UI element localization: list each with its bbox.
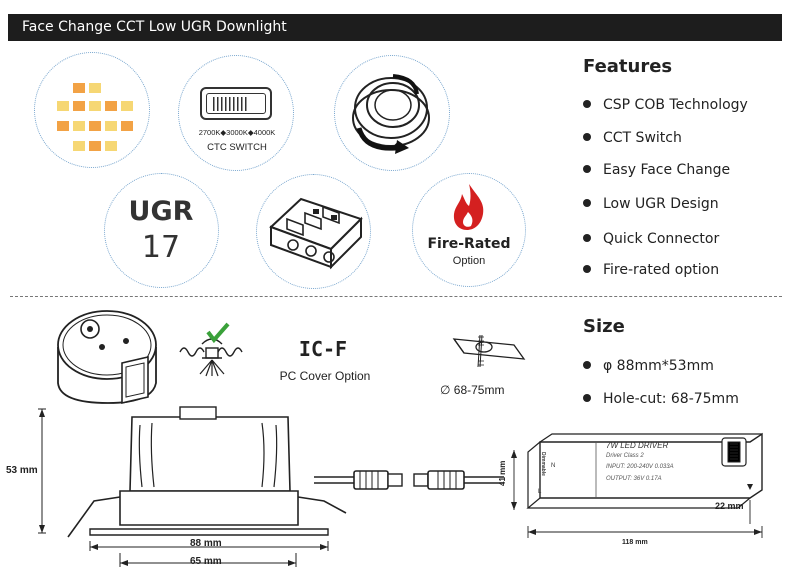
bullet-icon <box>583 394 591 402</box>
feature-item: Quick Connector <box>583 231 719 247</box>
led-chip <box>73 101 85 111</box>
ugr-circle: UGR 17 <box>104 173 219 288</box>
cct-temps-text: 2700K◆3000K◆4000K <box>198 128 276 137</box>
led-chip <box>89 83 101 93</box>
fire-rated-circle: Fire-Rated Option <box>412 173 526 287</box>
face-change-circle <box>334 55 450 171</box>
driver-side-label: Dimmable <box>540 452 546 476</box>
bullet-icon <box>583 165 591 173</box>
led-chip <box>73 83 85 93</box>
rotate-face-icon <box>352 74 430 154</box>
height-dimension-label: 53 mm <box>6 465 38 476</box>
fire-rated-title: Fire-Rated <box>427 236 511 252</box>
bullet-icon <box>583 133 591 141</box>
led-chip <box>89 121 101 131</box>
bullet-icon <box>583 265 591 273</box>
feature-item: Easy Face Change <box>583 162 730 178</box>
icf-subtitle: PC Cover Option <box>279 369 371 383</box>
driver-output: OUTPUT: 36V 0.17A <box>606 476 662 482</box>
width-dimension-label: 88 mm <box>190 538 222 549</box>
driver-height-label: 22 mm <box>715 501 744 511</box>
cob-led-chips-icon <box>57 83 133 151</box>
led-chip <box>105 121 117 131</box>
size-title: Size <box>583 316 625 337</box>
feature-label: CCT Switch <box>603 130 682 146</box>
ugr-value: 17 <box>141 230 181 265</box>
feature-label: Easy Face Change <box>603 162 731 178</box>
bullet-icon <box>583 234 591 242</box>
driver-width-label: 41 mm <box>498 460 507 486</box>
bullet-icon <box>583 100 591 108</box>
driver-input: INPUT: 200-240V 0.033A <box>606 464 674 470</box>
feature-label: Quick Connector <box>603 231 720 247</box>
connector-cable-icon <box>314 470 504 490</box>
feature-label: Fire-rated option <box>603 262 720 278</box>
ceiling-cutout-icon <box>452 334 526 368</box>
led-driver-drawing <box>511 432 763 538</box>
led-chip <box>57 121 69 131</box>
cct-switch-circle: 2700K◆3000K◆4000K CTC SWITCH <box>178 55 294 171</box>
feature-item: CCT Switch <box>583 130 682 146</box>
features-title: Features <box>583 56 673 77</box>
cct-switch-label: CTC SWITCH <box>207 142 267 153</box>
led-chip <box>73 141 85 151</box>
header-bar: Face Change CCT Low UGR Downlight <box>8 14 782 41</box>
bullet-icon <box>583 199 591 207</box>
ic-rated-spring-icon <box>179 322 243 377</box>
led-chip <box>89 101 101 111</box>
fire-rated-sub: Option <box>452 255 486 267</box>
led-chip <box>105 141 117 151</box>
driver-class: Driver Class 2 <box>606 453 644 459</box>
feature-item: Fire-rated option <box>583 262 719 278</box>
driver-n-label: N <box>551 463 556 469</box>
cob-led-circle <box>34 52 150 168</box>
section-divider <box>10 296 782 297</box>
size-item: φ 88mm*53mm <box>583 358 714 374</box>
led-chip <box>73 121 85 131</box>
size-label: Hole-cut: 68-75mm <box>603 391 739 407</box>
cutout-label: ∅ 68-75mm <box>440 383 505 397</box>
ugr-label: UGR <box>128 196 194 227</box>
bullet-icon <box>583 361 591 369</box>
size-item: Hole-cut: 68-75mm <box>583 391 739 407</box>
cct-switch-icon <box>200 87 272 120</box>
flame-icon <box>453 184 484 230</box>
led-chip <box>89 141 101 151</box>
fixture-top-view-icon <box>57 310 157 405</box>
led-chip <box>57 101 69 111</box>
led-chip <box>121 101 133 111</box>
feature-item: CSP COB Technology <box>583 97 748 113</box>
feature-label: Low UGR Design <box>603 196 719 212</box>
inner-dimension-label: 65 mm <box>190 556 222 567</box>
quick-connector-circle <box>256 174 371 289</box>
icf-title: IC-F <box>298 337 348 361</box>
led-chip <box>121 121 133 131</box>
fixture-side-drawing <box>38 406 347 567</box>
driver-length-label: 118 mm <box>622 539 648 546</box>
quick-connector-icon <box>269 197 363 270</box>
feature-label: CSP COB Technology <box>603 97 748 113</box>
led-chip <box>105 101 117 111</box>
driver-l-label: L <box>538 489 542 495</box>
size-label: φ 88mm*53mm <box>603 358 714 374</box>
page-title: Face Change CCT Low UGR Downlight <box>22 19 287 35</box>
driver-title: 7W LED DRIVER <box>606 441 669 450</box>
feature-item: Low UGR Design <box>583 196 719 212</box>
